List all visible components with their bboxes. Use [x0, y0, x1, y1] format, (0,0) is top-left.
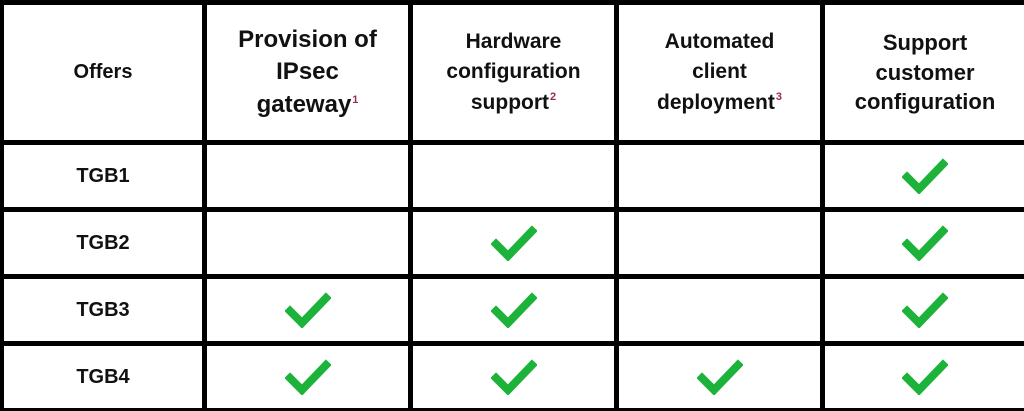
header-offers-label: Offers: [73, 61, 133, 83]
checkmark-icon: [902, 158, 948, 194]
header-deploy-line2: client: [692, 60, 747, 84]
header-deploy-line1: Automated: [664, 29, 775, 53]
header-hardware-line1: Hardware: [465, 29, 562, 53]
table-cell: [825, 145, 1024, 207]
footnote-marker-2: 2: [550, 90, 557, 103]
row-label-cell: TGB4: [4, 346, 202, 408]
row-label-cell: TGB3: [4, 279, 202, 341]
checkmark-icon: [902, 292, 948, 328]
checkmark-icon: [490, 359, 537, 395]
table-cell: [825, 279, 1024, 341]
header-client-deployment-cell: Automated client deployment3: [619, 5, 820, 140]
header-ipsec-gateway: Provision of IPsec gateway1: [232, 24, 383, 121]
table-cell: [619, 346, 820, 408]
table-cell: [207, 279, 408, 341]
table-cell: [413, 212, 614, 274]
header-customer-config-cell: Support customer configuration: [825, 5, 1024, 140]
header-support-line2: customer: [875, 59, 975, 85]
table-cell: [413, 145, 614, 207]
table-cell: [619, 279, 820, 341]
footnote-marker-3: 3: [775, 90, 782, 103]
footnote-marker-1: 1: [352, 93, 359, 106]
checkmark-icon: [490, 292, 537, 328]
checkmark-icon: [902, 225, 948, 261]
row-label-cell: TGB2: [4, 212, 202, 274]
row-label-tgb2: TGB2: [76, 231, 130, 254]
header-hardware-line3: support: [470, 90, 550, 114]
checkmark-icon: [696, 359, 743, 395]
header-offers-cell: Offers: [4, 5, 202, 140]
table-cell: [619, 212, 820, 274]
header-hardware-line2: configuration: [446, 60, 581, 84]
header-customer-config: Support customer configuration: [849, 28, 1002, 117]
header-ipsec-line2: IPsec: [276, 58, 339, 86]
row-label-tgb4: TGB4: [76, 365, 130, 388]
table-cell: [413, 346, 614, 408]
header-support-line3: configuration: [854, 89, 996, 115]
checkmark-icon: [284, 292, 331, 328]
table-cell: [413, 279, 614, 341]
table-cell: [825, 212, 1024, 274]
table-cell: [207, 346, 408, 408]
table-cell: [207, 145, 408, 207]
checkmark-icon: [902, 359, 948, 395]
header-support-line1: Support: [882, 29, 968, 55]
table-cell: [207, 212, 408, 274]
table-cell: [825, 346, 1024, 408]
row-label-tgb1: TGB1: [76, 164, 130, 187]
header-ipsec-line1: Provision of: [238, 25, 377, 53]
checkmark-icon: [490, 225, 537, 261]
checkmark-icon: [284, 359, 331, 395]
header-ipsec-gateway-cell: Provision of IPsec gateway1: [207, 5, 408, 140]
header-hardware-support-cell: Hardware configuration support2: [413, 5, 614, 140]
header-ipsec-line3: gateway: [256, 90, 352, 118]
header-client-deployment: Automated client deployment3: [651, 27, 788, 118]
header-deploy-line3: deployment: [657, 90, 775, 114]
row-label-cell: TGB1: [4, 145, 202, 207]
header-hardware-support: Hardware configuration support2: [440, 27, 586, 118]
row-label-tgb3: TGB3: [76, 298, 130, 321]
table-cell: [619, 145, 820, 207]
